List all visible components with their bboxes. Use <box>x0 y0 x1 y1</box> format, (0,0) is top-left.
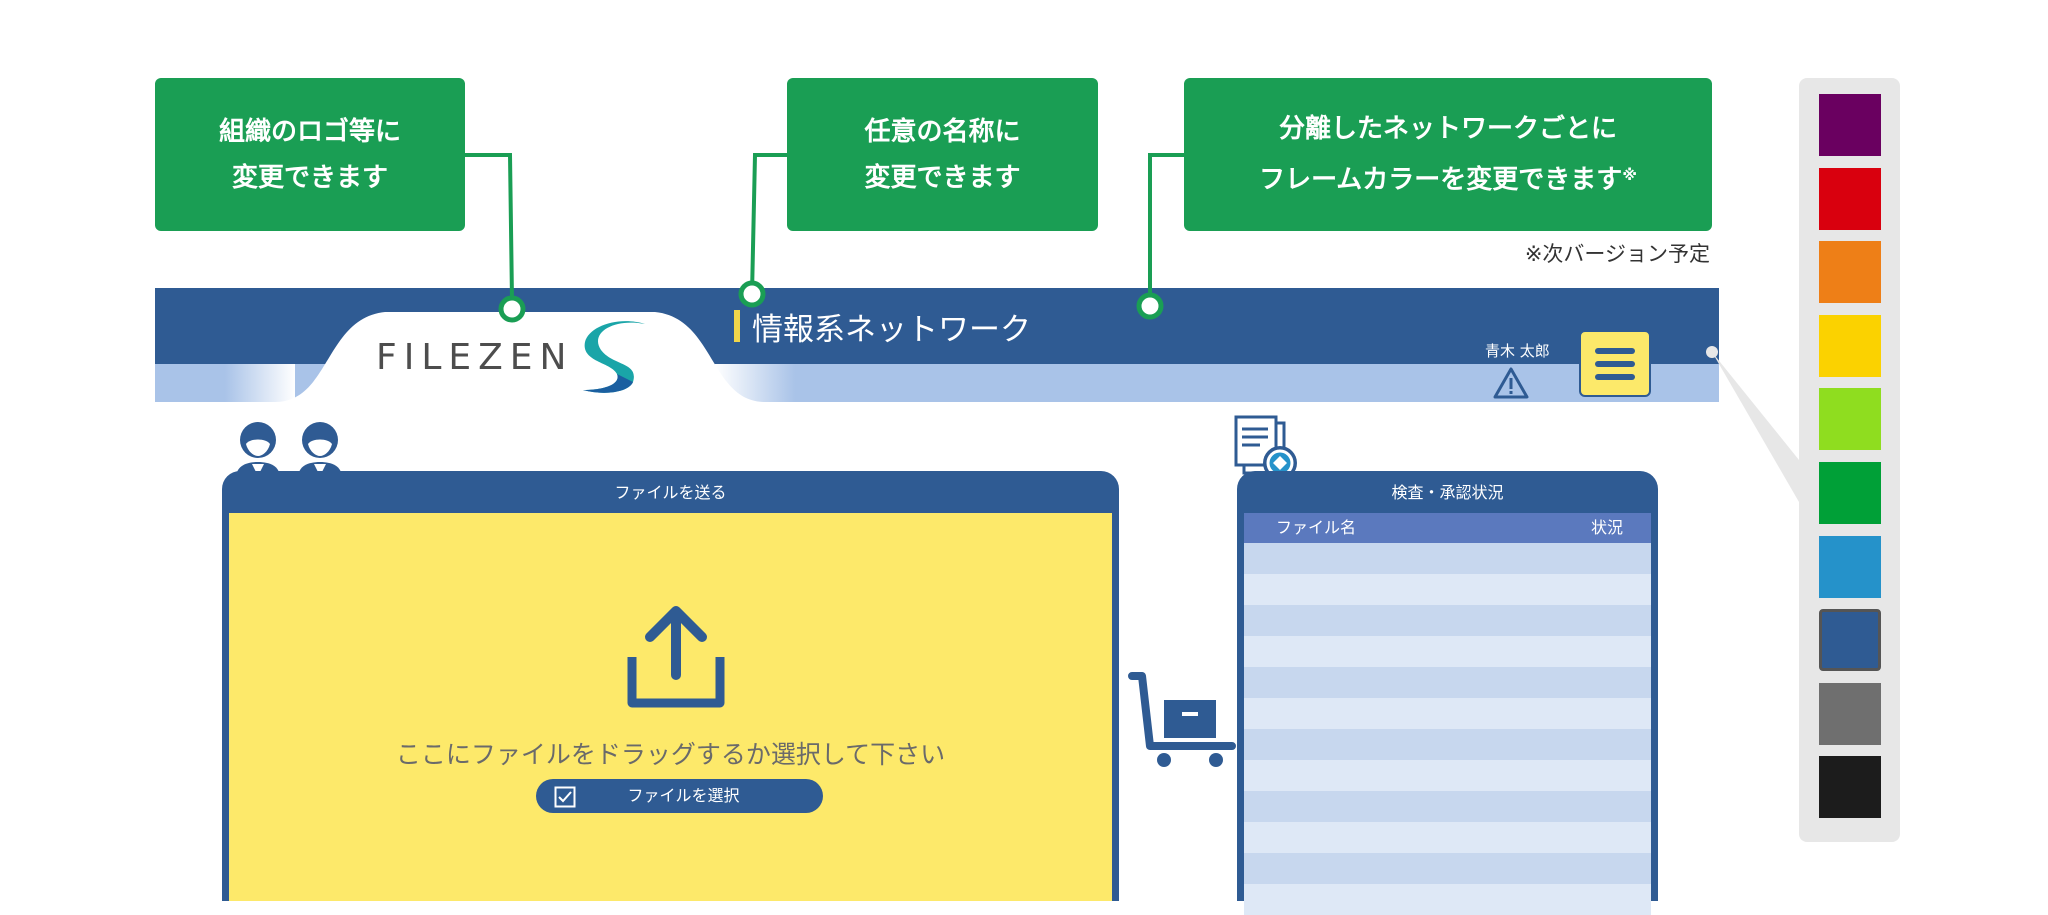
color-swatch[interactable] <box>1819 94 1881 156</box>
color-swatch[interactable] <box>1819 388 1881 451</box>
table-row <box>1244 605 1651 636</box>
review-table-body <box>1244 543 1651 915</box>
table-row <box>1244 543 1651 574</box>
menu-button[interactable] <box>1579 330 1651 397</box>
color-swatch[interactable] <box>1819 609 1881 672</box>
column-status: 状況 <box>1590 518 1623 537</box>
table-row <box>1244 574 1651 605</box>
color-swatch[interactable] <box>1819 756 1881 819</box>
callout-name: 任意の名称に 変更できます <box>787 78 1098 231</box>
logo-s-icon <box>583 321 645 393</box>
callout-logo: 組織のロゴ等に 変更できます <box>155 78 465 231</box>
color-swatch[interactable] <box>1819 535 1881 598</box>
version-note: ※次バージョン予定 <box>1524 242 1710 266</box>
select-file-button[interactable]: ファイルを選択 <box>536 779 823 813</box>
logo-tab-shape <box>225 312 795 402</box>
table-row <box>1244 884 1651 915</box>
menu-icon-bar-3 <box>1595 374 1635 380</box>
callout-frame-line1: 分離したネットワークごとに <box>1278 114 1617 144</box>
logo-text: FILEZEN <box>376 337 574 378</box>
drop-instruction: ここにファイルをドラッグするか選択して下さい <box>395 740 946 769</box>
callout-frame-line2-wrap: フレームカラーを変更できます※ <box>1259 152 1637 203</box>
callout-logo-line2: 変更できます <box>231 162 388 193</box>
review-panel-title: 検査・承認状況 <box>1391 483 1504 502</box>
review-table-header: ファイル名 状況 <box>1244 513 1651 543</box>
color-swatch[interactable] <box>1819 167 1881 230</box>
color-swatch[interactable] <box>1819 241 1881 304</box>
column-file-name: ファイル名 <box>1276 518 1357 537</box>
checkbox-icon <box>554 786 576 808</box>
table-row <box>1244 822 1651 853</box>
table-row <box>1244 636 1651 667</box>
menu-icon-bar-1 <box>1595 348 1635 354</box>
table-row <box>1244 698 1651 729</box>
select-file-label: ファイルを選択 <box>627 786 740 805</box>
callout-frame-color: 分離したネットワークごとに フレームカラーを変更できます※ <box>1184 78 1712 231</box>
color-swatch[interactable] <box>1819 314 1881 377</box>
callout-frame-line2: フレームカラーを変更できます <box>1259 165 1623 195</box>
footnote-mark: ※ <box>1622 166 1637 184</box>
review-status-panel: 検査・承認状況 ファイル名 状況 <box>1237 471 1658 915</box>
color-swatch[interactable] <box>1819 682 1881 745</box>
send-panel-title: ファイルを送る <box>614 483 727 502</box>
table-row <box>1244 791 1651 822</box>
callout-name-line1: 任意の名称に <box>864 116 1021 147</box>
table-row <box>1244 853 1651 884</box>
user-name[interactable]: 青木 太郎 <box>1485 342 1550 360</box>
menu-icon-bar-2 <box>1595 361 1635 367</box>
title-accent-bar <box>734 310 740 342</box>
table-row <box>1244 667 1651 698</box>
frame-color-palette <box>1799 78 1900 842</box>
callout-name-line2: 変更できます <box>864 162 1021 193</box>
table-row <box>1244 760 1651 791</box>
table-row <box>1244 729 1651 760</box>
network-title: 情報系ネットワーク <box>752 312 1031 348</box>
warning-icon[interactable] <box>1492 366 1530 400</box>
send-file-panel: ファイルを送る ここにファイルをドラッグするか選択して下さい ファイルを選択 <box>222 471 1119 901</box>
color-swatch[interactable] <box>1819 462 1881 524</box>
upload-icon <box>627 606 725 708</box>
callout-logo-line1: 組織のロゴ等に <box>218 116 401 147</box>
cart-icon <box>1128 672 1236 767</box>
file-drop-zone[interactable]: ここにファイルをドラッグするか選択して下さい ファイルを選択 <box>229 513 1112 901</box>
